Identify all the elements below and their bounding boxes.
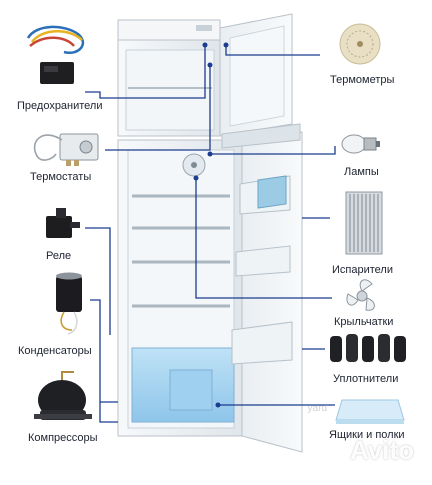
impeller-icon [346, 279, 375, 311]
compressor-icon [34, 371, 92, 420]
label-fuses: Предохранители [17, 100, 103, 112]
lamp-icon [341, 134, 380, 154]
leader-fuses [85, 45, 206, 99]
fuse-icon [26, 25, 85, 84]
seal-icon [330, 334, 406, 362]
watermark-sub: yard [307, 403, 327, 414]
capacitor-icon [56, 272, 82, 335]
leader-relays [85, 227, 111, 335]
label-lamps: Лампы [344, 166, 379, 178]
drawer-shelf-icon [335, 399, 405, 424]
refrigerator [117, 13, 303, 453]
door-bin-blue [257, 175, 287, 209]
leader-impellers [195, 178, 332, 299]
leader-lines [85, 42, 336, 423]
thermometer-icon [339, 23, 381, 65]
label-drawers-shelves: Ящики и полки [329, 429, 405, 441]
leader-capacitors [90, 299, 118, 423]
leader-thermostats [105, 65, 211, 151]
label-relays: Реле [46, 250, 72, 262]
label-capacitors: Конденсаторы [18, 345, 92, 357]
freezer-interior [125, 49, 215, 131]
thermostat-icon [33, 133, 99, 166]
label-evaporators: Испарители [332, 264, 393, 276]
relay-icon [46, 208, 80, 238]
leader-thermometers [225, 45, 320, 56]
label-thermometers: Термометры [330, 74, 395, 86]
leader-lamps [210, 146, 336, 155]
label-compressors: Компрессоры [28, 432, 98, 444]
label-impellers: Крыльчатки [334, 316, 394, 328]
evaporator-icon [345, 191, 383, 255]
label-seals: Уплотнители [333, 373, 399, 385]
label-thermostats: Термостаты [30, 171, 92, 183]
avito-watermark: Avito [349, 435, 414, 465]
